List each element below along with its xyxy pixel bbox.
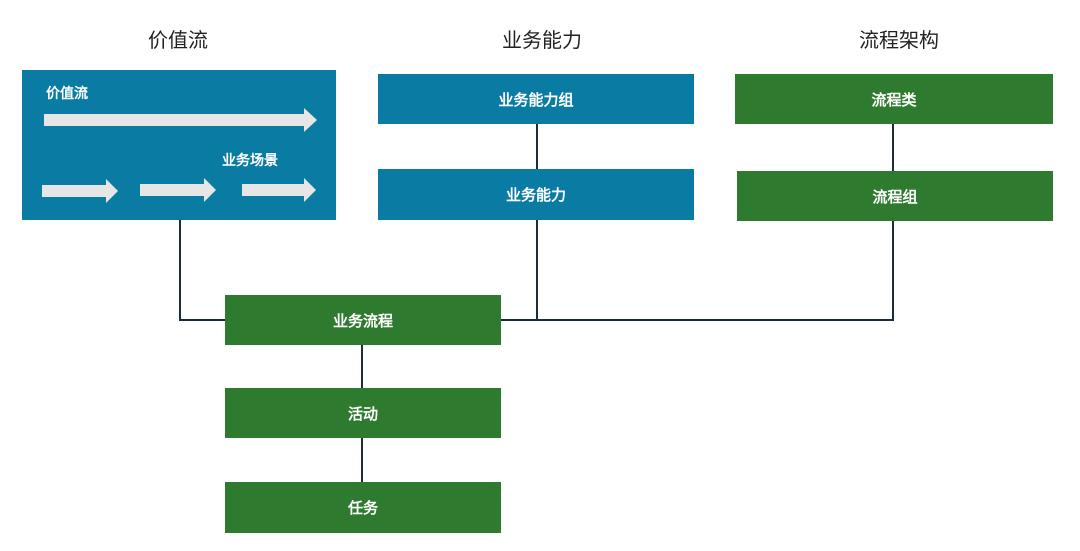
process-category-box: 流程类 xyxy=(735,74,1053,124)
value-stream-panel: 价值流 业务场景 xyxy=(22,70,336,220)
business-process-box: 业务流程 xyxy=(225,295,501,345)
capability-group-box: 业务能力组 xyxy=(378,74,694,124)
connector-process-group-to-process xyxy=(537,221,894,321)
capability-box: 业务能力 xyxy=(378,169,694,220)
value-stream-arrows xyxy=(42,108,317,203)
value-stream-label: 价值流 xyxy=(46,86,88,102)
task-box: 任务 xyxy=(225,482,501,533)
activity-box: 活动 xyxy=(225,388,501,438)
business-capability-header: 业务能力 xyxy=(502,28,582,52)
scenario-arrow-3 xyxy=(242,178,316,202)
value-stream-header: 价值流 xyxy=(148,28,208,52)
process-architecture-header: 流程架构 xyxy=(859,28,939,52)
process-group-box: 流程组 xyxy=(737,171,1053,221)
value-stream-main-arrow xyxy=(44,108,317,132)
business-scenario-label: 业务场景 xyxy=(222,153,278,169)
connector-value-stream-to-process xyxy=(179,220,225,321)
connector-capability-to-process xyxy=(501,220,538,321)
scenario-arrow-1 xyxy=(42,179,118,203)
scenario-arrow-2 xyxy=(140,178,216,202)
